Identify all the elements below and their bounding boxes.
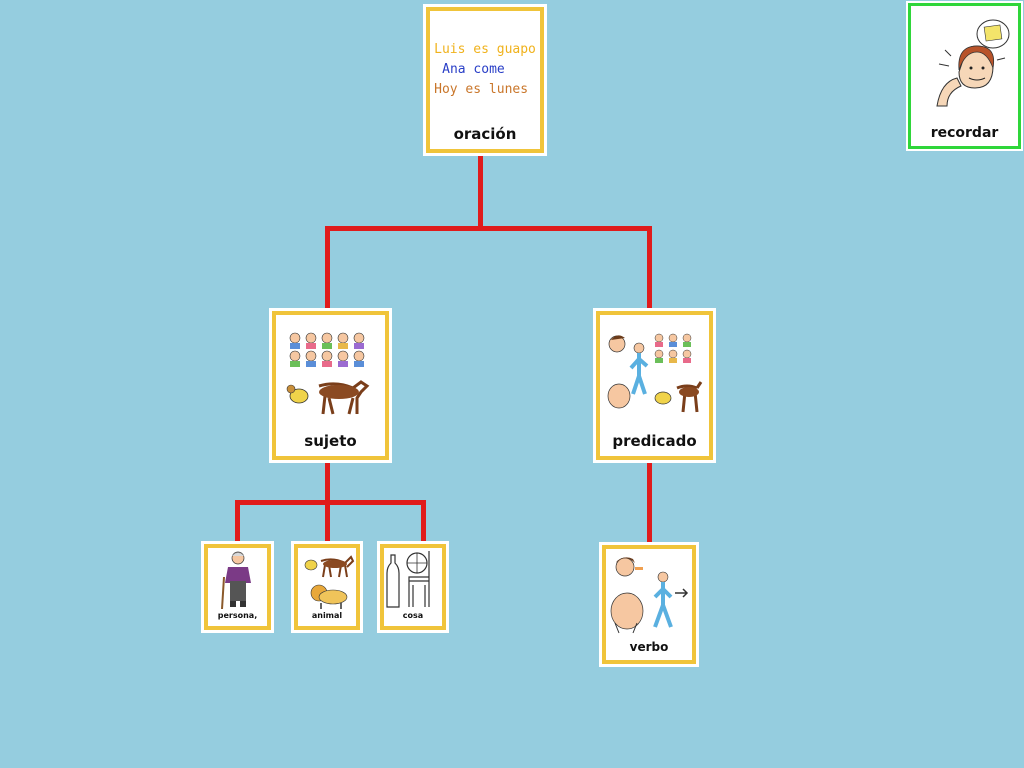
connector-to-predicado: [647, 226, 652, 310]
animal-card[interactable]: animal: [291, 541, 363, 633]
connector-to-animal: [325, 500, 330, 544]
example-sentences: Luis es guapo Ana come Hoy es lunes: [434, 11, 536, 125]
objects-icon: [384, 548, 442, 611]
remember-person-icon: [911, 6, 1018, 125]
connector-sujeto-down: [325, 460, 330, 502]
connector-sujeto-bar: [235, 500, 426, 505]
connector-to-persona: [235, 500, 240, 544]
persona-label: persona,: [217, 611, 258, 620]
sujeto-card[interactable]: sujeto: [269, 308, 392, 463]
recordar-label: recordar: [930, 125, 999, 141]
example-sentence-1: Luis es guapo: [434, 42, 536, 57]
actions-and-subjects-icon: [600, 315, 709, 432]
cosa-label: cosa: [402, 611, 424, 620]
connector-to-sujeto: [325, 226, 330, 310]
verbo-label: verbo: [629, 640, 669, 654]
connector-to-cosa: [421, 500, 426, 544]
sujeto-label: sujeto: [304, 432, 357, 450]
oracion-card[interactable]: Luis es guapo Ana come Hoy es lunes orac…: [423, 4, 547, 156]
connector-root-bar: [325, 226, 652, 231]
connector-root-down: [478, 150, 483, 228]
animals-icon: [298, 548, 356, 611]
example-sentence-3: Hoy es lunes: [434, 82, 529, 97]
verbo-card[interactable]: verbo: [599, 542, 699, 667]
persona-card[interactable]: persona,: [201, 541, 274, 633]
action-verbs-icon: [606, 549, 692, 640]
recordar-button[interactable]: recordar: [906, 1, 1023, 151]
predicado-label: predicado: [612, 432, 697, 450]
cosa-card[interactable]: cosa: [377, 541, 449, 633]
people-and-animals-icon: [276, 315, 385, 432]
predicado-card[interactable]: predicado: [593, 308, 716, 463]
example-sentence-2: Ana come: [442, 62, 505, 77]
connector-predicado-verbo: [647, 460, 652, 545]
elderly-person-icon: [208, 548, 267, 611]
animal-label: animal: [311, 611, 343, 620]
oracion-label: oración: [453, 125, 517, 143]
